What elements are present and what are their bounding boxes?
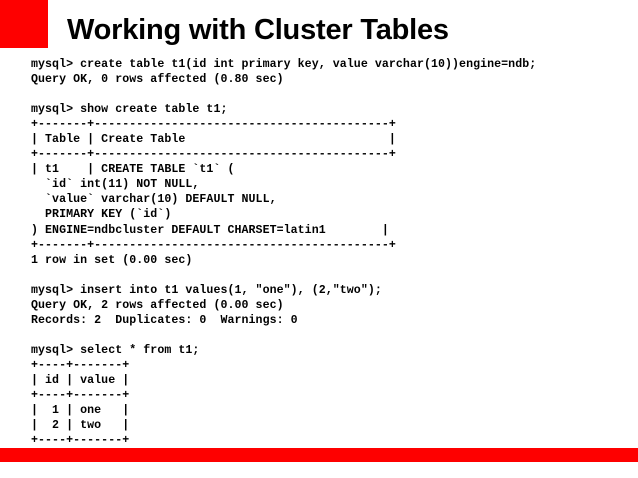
terminal-line: +----+-------+ bbox=[31, 358, 130, 372]
terminal-line: +----+-------+ bbox=[31, 434, 130, 448]
terminal-line: | id | value | bbox=[31, 373, 130, 387]
terminal-line: | Table | Create Table | bbox=[31, 133, 396, 147]
terminal-line: Query OK, 2 rows affected (0.00 sec) bbox=[31, 298, 284, 312]
terminal-line: +-------+-------------------------------… bbox=[31, 118, 396, 132]
terminal-output: mysql> create table t1(id int primary ke… bbox=[31, 57, 631, 463]
terminal-line: +-------+-------------------------------… bbox=[31, 148, 396, 162]
terminal-line: +-------+-------------------------------… bbox=[31, 238, 396, 252]
terminal-line: PRIMARY KEY (`id`) bbox=[31, 208, 172, 222]
terminal-line: mysql> show create table t1; bbox=[31, 103, 228, 117]
terminal-line bbox=[31, 328, 631, 343]
terminal-line: mysql> create table t1(id int primary ke… bbox=[31, 58, 537, 71]
terminal-line: `value` varchar(10) DEFAULT NULL, bbox=[31, 193, 277, 207]
terminal-line: +----+-------+ bbox=[31, 389, 130, 403]
terminal-line: 1 row in set (0.00 sec) bbox=[31, 253, 193, 267]
terminal-line: Records: 2 Duplicates: 0 Warnings: 0 bbox=[31, 313, 298, 327]
terminal-line: Query OK, 0 rows affected (0.80 sec) bbox=[31, 73, 284, 87]
terminal-line bbox=[31, 268, 631, 283]
red-square-decoration bbox=[0, 0, 48, 48]
terminal-line: | 2 | two | bbox=[31, 419, 130, 433]
terminal-line: mysql> select * from t1; bbox=[31, 343, 200, 357]
terminal-line bbox=[31, 87, 631, 102]
page-title: Working with Cluster Tables bbox=[67, 14, 449, 46]
terminal-line: | t1 | CREATE TABLE `t1` ( bbox=[31, 163, 235, 177]
terminal-line: mysql> insert into t1 values(1, "one"), … bbox=[31, 283, 382, 297]
terminal-line: ) ENGINE=ndbcluster DEFAULT CHARSET=lati… bbox=[31, 223, 389, 237]
terminal-line: | 1 | one | bbox=[31, 404, 130, 418]
red-bar-decoration bbox=[0, 448, 638, 462]
terminal-line: `id` int(11) NOT NULL, bbox=[31, 178, 200, 192]
